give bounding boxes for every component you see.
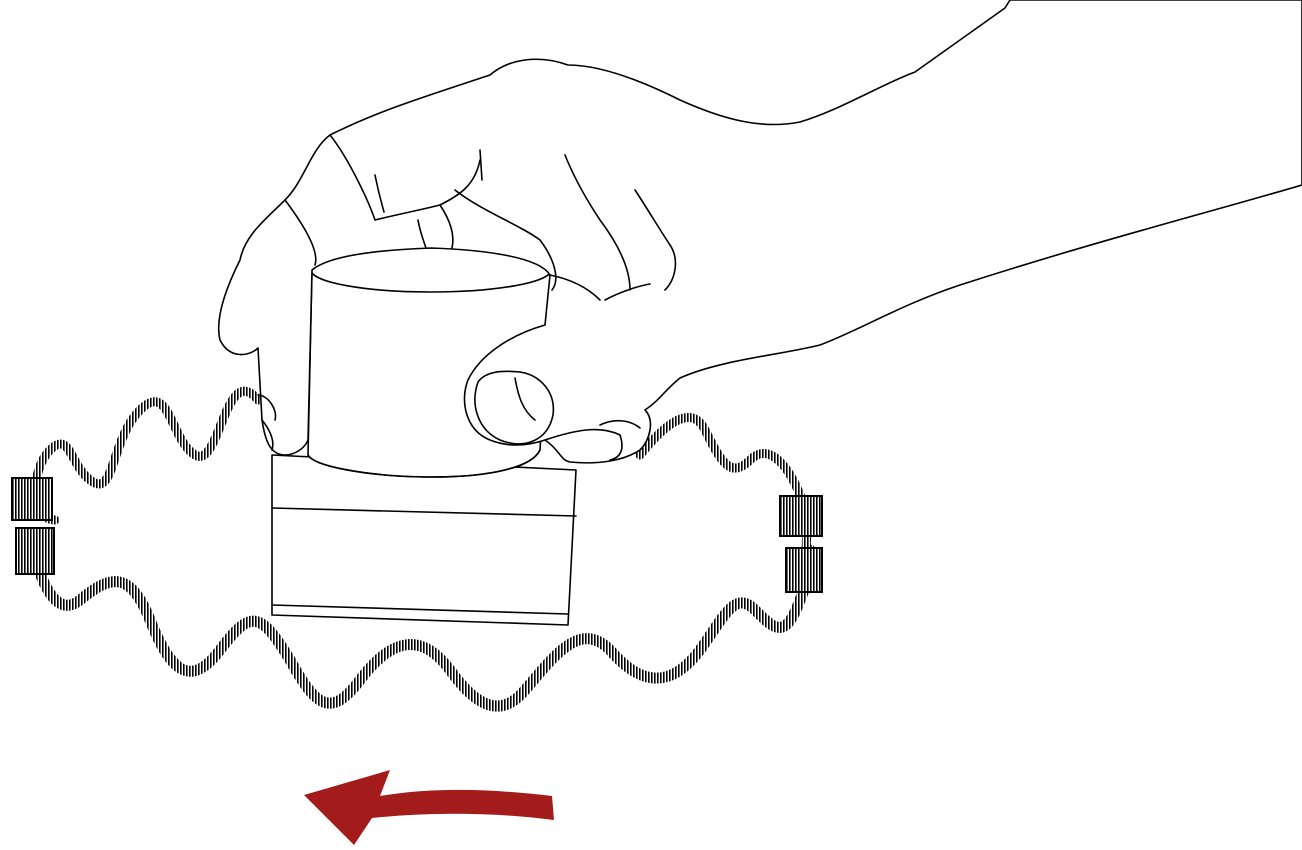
ribbon-clasp-right-bottom	[786, 548, 822, 592]
ribbon-clasp-right-top	[780, 496, 822, 536]
rotation-arrow-icon	[304, 770, 554, 845]
ribbon-clasp-left-top	[12, 478, 52, 520]
ribbon-clasp-left-bottom	[16, 528, 54, 574]
device-base	[272, 455, 576, 625]
